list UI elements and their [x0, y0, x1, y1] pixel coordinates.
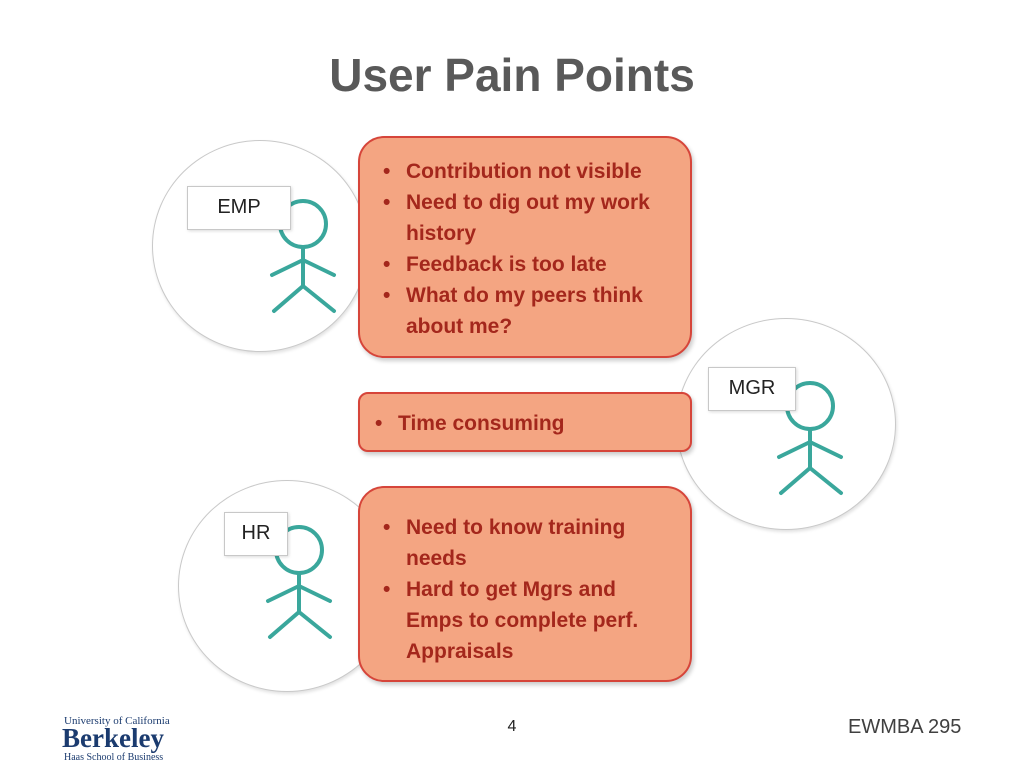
- list-item: What do my peers think about me?: [374, 280, 678, 342]
- mgr-persona-circle: [676, 318, 896, 530]
- mgr-stick-figure-icon: [777, 381, 843, 495]
- slide-title: User Pain Points: [329, 49, 695, 101]
- emp-pain-points-list: Contribution not visible Need to dig out…: [374, 156, 678, 342]
- course-code: EWMBA 295: [848, 716, 962, 738]
- list-item: Need to know training needs: [374, 512, 678, 574]
- emp-persona-circle: [152, 140, 368, 352]
- logo-berkeley-wordmark: Berkeley: [62, 723, 164, 753]
- logo-haas-line: Haas School of Business: [64, 752, 164, 763]
- list-item: Hard to get Mgrs and Emps to complete pe…: [374, 574, 678, 667]
- hr-pain-points-list: Need to know training needs Hard to get …: [374, 512, 678, 667]
- list-item: Feedback is too late: [374, 249, 678, 280]
- hr-pain-points-bubble: Need to know training needs Hard to get …: [358, 486, 692, 682]
- hr-stick-figure-icon: [266, 525, 332, 639]
- logo-university-line: University of California: [64, 715, 170, 727]
- hr-role-label: HR: [224, 512, 288, 556]
- page-number: 4: [507, 718, 517, 735]
- list-item: Time consuming: [366, 408, 678, 439]
- list-item: Contribution not visible: [374, 156, 678, 187]
- mgr-pain-points-bubble: Time consuming: [358, 392, 692, 452]
- mgr-pain-points-list: Time consuming: [366, 408, 678, 439]
- emp-pain-points-bubble: Contribution not visible Need to dig out…: [358, 136, 692, 358]
- list-item: Need to dig out my work history: [374, 187, 678, 249]
- mgr-role-label: MGR: [708, 367, 796, 411]
- emp-role-label: EMP: [187, 186, 291, 230]
